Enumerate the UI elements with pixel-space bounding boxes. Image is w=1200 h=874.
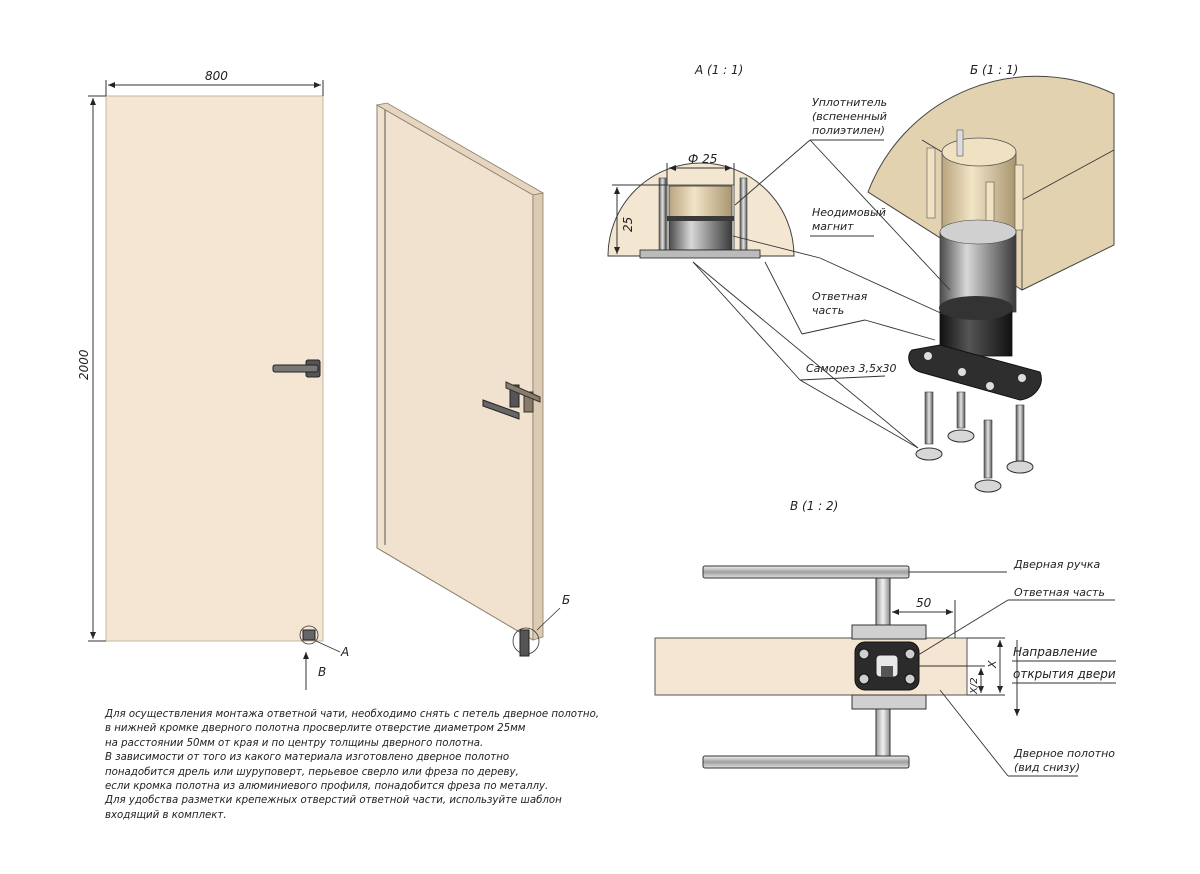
label-door-leaf-2: (вид снизу) [1014, 761, 1080, 774]
dim-door-width: 800 [205, 69, 228, 83]
label-screw: Саморез 3,5х30 [806, 362, 897, 375]
note-line: Для удобства разметки крепежных отверсти… [105, 795, 562, 807]
detail-view-b: Б (1 : 1) [867, 63, 1115, 493]
strike-marker-perspective [512, 607, 561, 657]
note-line: если кромка полотна из алюминиевого проф… [105, 781, 549, 793]
label-strike-2: часть [812, 304, 844, 317]
installation-notes: Для осуществления монтажа ответной чати,… [105, 708, 665, 823]
label-door-handle: Дверная ручка [1013, 558, 1101, 571]
label-door-leaf-1: Дверное полотно [1013, 747, 1115, 760]
dim-door-height: 2000 [77, 349, 91, 380]
strike-marker-front [299, 625, 341, 653]
label-strike-1: Ответная [812, 290, 868, 303]
view-title-b: Б (1 : 1) [970, 63, 1018, 77]
note-line: на расстоянии 50мм от края и по центру т… [105, 737, 484, 749]
strike-cylinder-a [668, 185, 733, 219]
dim-hole-depth: 25 [621, 217, 635, 232]
section-view-a: А (1 : 1) Ф 25 25 [607, 63, 795, 259]
view-marker-a: А [340, 645, 349, 659]
label-open-direction-2: открытия двери [1013, 667, 1116, 681]
dim-half-x: X/2 [969, 677, 980, 695]
bottom-view-v: В (1 : 2) 50 X [654, 499, 1116, 777]
handle-bar-bottom [702, 755, 910, 769]
strike-plate-bottom [854, 641, 920, 691]
note-line: В зависимости от того из какого материал… [105, 752, 510, 764]
door-handle-perspective [482, 381, 541, 420]
dim-x: X [986, 660, 999, 669]
label-seal-1: Уплотнитель [812, 96, 887, 109]
screws-b [915, 391, 1034, 493]
view-marker-v: В [318, 665, 326, 679]
callouts-ab: Уплотнитель (вспененный полиэтилен) Неод… [692, 96, 951, 449]
note-line: Для осуществления монтажа ответной чати,… [105, 709, 600, 720]
note-line: в нижней кромке дверного полотна просвер… [105, 723, 526, 735]
label-open-direction-1: Направление [1013, 645, 1097, 659]
view-marker-b: Б [562, 593, 570, 607]
label-seal-3: полиэтилен) [812, 124, 885, 137]
label-strike-part: Ответная часть [1014, 586, 1105, 599]
strike-base-plate [908, 344, 1042, 401]
label-seal-2: (вспененный [812, 110, 887, 123]
door-handle-front [272, 359, 321, 378]
door-leaf-perspective [376, 104, 534, 641]
label-magnet-1: Неодимовый [812, 206, 886, 219]
door-perspective-view: Б [375, 102, 570, 657]
handle-bar-top [702, 565, 910, 579]
label-magnet-2: магнит [812, 220, 854, 233]
dim-hole-diameter: Ф 25 [688, 152, 717, 166]
note-line: понадобится дрель или шуруповерт, перьев… [105, 766, 519, 778]
view-title-v: В (1 : 2) [790, 499, 838, 513]
note-line: входящий в комплект. [105, 809, 227, 821]
dim-edge-offset: 50 [916, 596, 932, 610]
view-title-a: А (1 : 1) [694, 63, 743, 77]
door-front-view: 800 2000 А В [77, 69, 349, 690]
